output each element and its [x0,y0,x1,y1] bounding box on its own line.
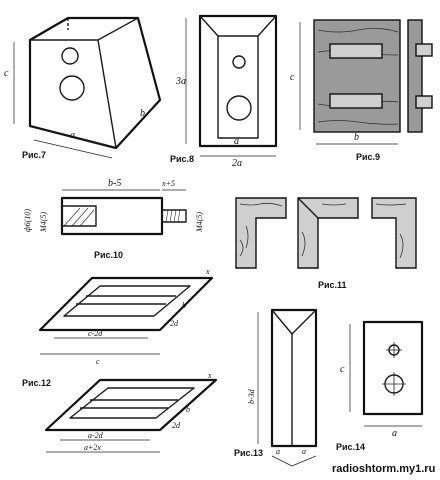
fig12-upper-label-inner: c-2d [88,329,103,338]
fig7-small-hole [61,47,79,65]
fig11-joint-3 [371,197,417,269]
fig11-joint-2 [297,197,359,269]
fig13-label-height: b-3d [247,388,256,404]
fig13-dim-base2 [291,455,317,467]
fig7-outline [28,16,162,150]
fig13-label-base2: a [302,447,306,456]
fig10-label-diameter: ф6(10) [23,209,32,232]
fig12-upper-label-outer: c [96,357,100,366]
fig13-label-base1: a [276,447,280,456]
fig11-joint-1 [235,197,287,269]
figure-14: c a Рис.14 [336,320,424,452]
fig10-label-shank: x+5 [161,179,175,188]
fig12-upper-inner [63,285,191,317]
fig9-label-height: c [290,72,295,83]
figure-11: Рис.11 [235,197,417,290]
fig11-caption: Рис.11 [318,280,347,290]
figure-13: b-3d a a Рис.13 [234,308,318,467]
fig12-upper-label-x: x [205,267,210,276]
fig7-large-hole [59,75,85,101]
figure-8: 3a a 2a Рис.8 [170,14,278,169]
fig7-top-edges [30,17,139,41]
fig10-body [60,196,164,236]
fig9-panel [313,19,401,133]
fig14-caption: Рис.14 [336,442,365,452]
fig12-lower-label-edge: 2d [172,421,181,430]
fig10-bore [61,205,97,227]
fig8-caption: Рис.8 [170,154,194,164]
figure-10: b-5 x+5 ф6(10) М4(5) М4(5) Рис.10 [23,178,204,260]
fig8-label-width: 2a [232,158,242,169]
fig8-inner [217,35,259,139]
fig12-lower-label-outer: a+2x [84,443,101,452]
fig8-label-height: 3a [175,76,186,87]
fig9-label-width: b [354,132,359,143]
fig9-slot-lower [329,93,383,109]
fig9-side-view [407,19,423,133]
watermark: radioshtorm.my1.ru [332,463,435,475]
fig13-caption: Рис.13 [234,448,263,458]
fig12-upper-plate: c-2d c b 2d x [38,267,214,366]
fig8-label-inner: a [234,136,239,147]
fig10-label-thread: М4(5) [39,212,48,233]
fig7-front-edge [97,39,117,149]
fig7-label-width: a [70,130,75,141]
fig9-side-tab-lower [415,95,433,109]
fig12-upper-label-edge: 2d [170,319,179,328]
fig10-caption: Рис.10 [94,250,123,260]
fig8-small-hole [232,55,246,69]
fig14-plate [362,320,424,416]
fig10-thread [165,209,181,223]
fig13-top-bevel [271,309,317,335]
fig13-dim-base1 [271,455,293,467]
fig7-label-height: c [4,68,9,79]
fig10-bore-hatch [63,207,95,227]
fig13-outline [270,308,318,448]
fig10-label-length: b-5 [108,178,121,189]
figure-12: c-2d c b 2d x a-2d a+2x b 2d x Рис.12 [22,267,218,453]
fig9-slot-upper [329,43,383,59]
fig12-lower-label-x: x [207,371,212,380]
fig12-lower-label-side: b [186,405,190,414]
fig12-lower-inner [69,387,195,419]
fig14-label-height: c [340,364,345,375]
fig9-caption: Рис.9 [356,152,380,162]
fig12-lower-plate: a-2d a+2x b 2d x [44,371,218,453]
fig8-bevel-tl [199,15,219,37]
figure-7: c a b Рис.7 [4,16,162,160]
fig7-caption: Рис.7 [22,150,46,160]
fig8-bevel-tr [257,15,277,37]
fig7-label-depth: b [140,108,145,119]
fig9-side-tab-upper [415,43,433,57]
fig12-lower-outline [44,378,218,432]
fig12-caption: Рис.12 [22,378,51,388]
fig7-dim-width [33,139,113,159]
fig10-label-thread2: М4(5) [195,212,204,233]
fig12-upper-outline [38,276,214,332]
fig7-bottom-edge [29,125,117,149]
fig14-label-width: a [392,428,397,439]
fig8-large-hole [226,95,252,121]
fig12-upper-label-side: b [182,301,186,310]
fig12-lower-label-inner: a-2d [88,431,104,440]
figure-9: c b Рис.9 [290,19,433,162]
